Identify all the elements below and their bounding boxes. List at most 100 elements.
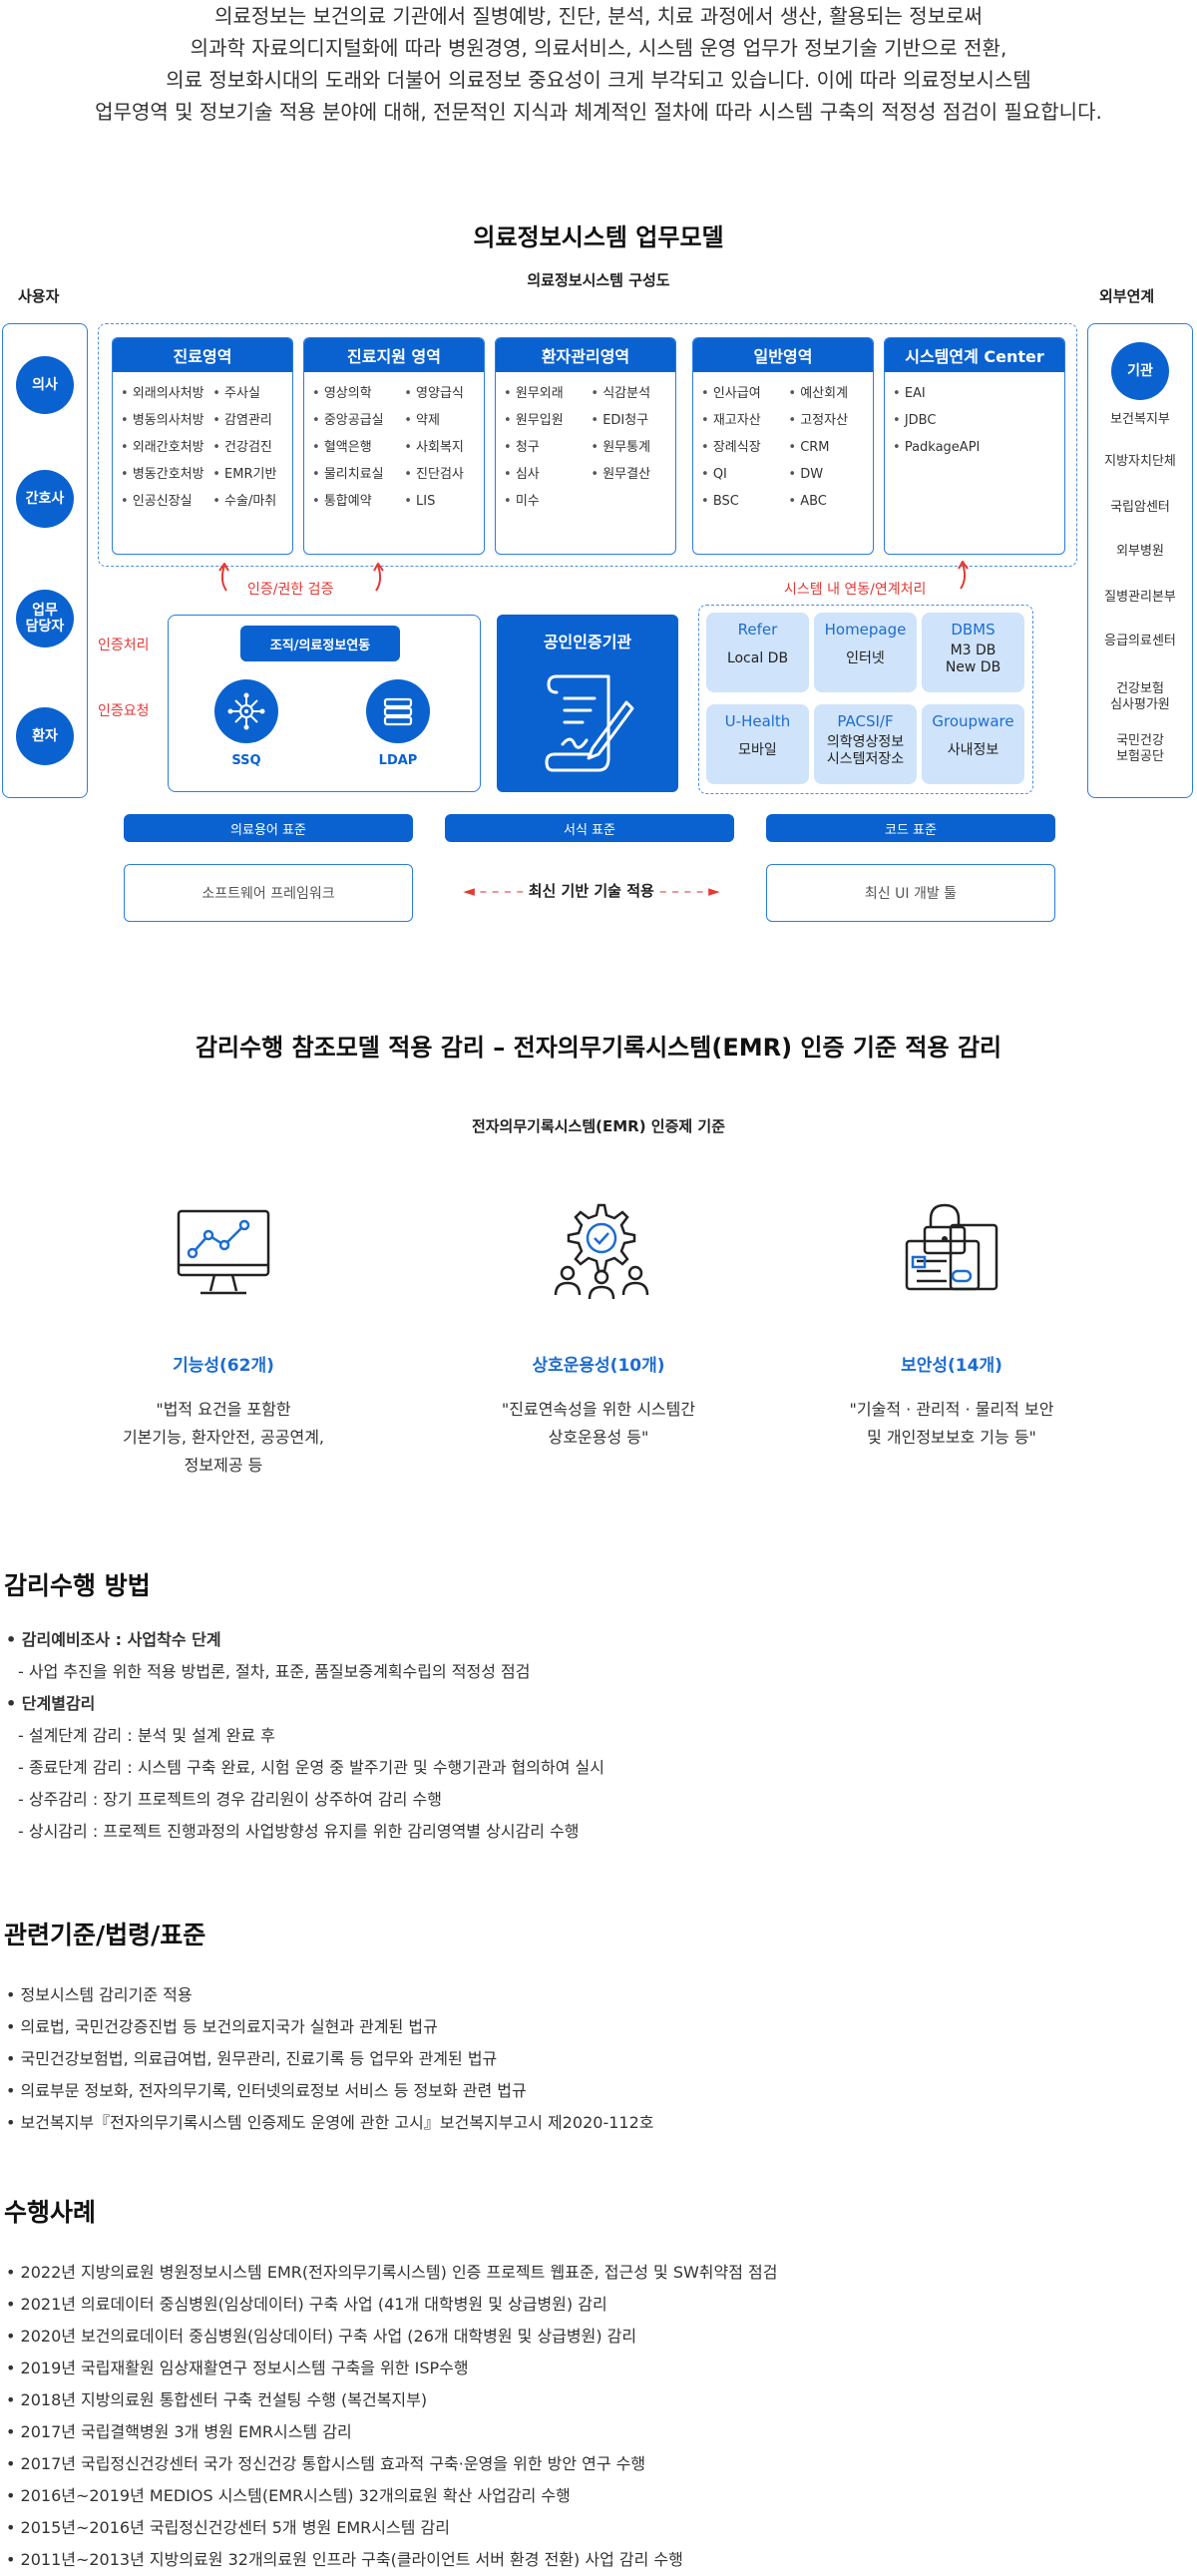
- list-item: 국민건강보험법, 의료급여법, 원무관리, 진료기록 등 업무와 관계된 법규: [6, 2043, 653, 2075]
- tech-apply-label: 최신 기반 기술 적용: [528, 882, 654, 900]
- standard-pill: 의료용어 표준: [124, 814, 413, 842]
- cases-list: 2022년 지방의료원 병원정보시스템 EMR(전자의무기록시스템) 인증 프로…: [6, 2257, 778, 2576]
- list-item: - 사업 추진을 위한 적용 방법론, 절차, 표준, 품질보증계획수립의 적정…: [18, 1662, 531, 1681]
- list-item: 감리예비조사 : 사업착수 단계: [6, 1624, 604, 1656]
- cert-authority-box: 공인인증기관: [497, 615, 678, 792]
- list-item: - 상주감리 : 장기 프로젝트의 경우 감리원이 상주하여 감리 수행: [18, 1790, 442, 1809]
- list-item: 2021년 의료데이터 중심병원(임상데이터) 구축 사업 (41개 대학병원 …: [6, 2289, 778, 2321]
- up-arrow-icon: [373, 563, 384, 592]
- left-arrow-icon: ◄ – – – –: [463, 882, 529, 900]
- cases-title: 수행사례: [4, 2198, 97, 2227]
- domains-container: [98, 323, 1077, 567]
- list-item: 2022년 지방의료원 병원정보시스템 EMR(전자의무기록시스템) 인증 프로…: [6, 2257, 778, 2289]
- certificate-scroll-icon: [545, 674, 634, 772]
- domain-title: 일반영역: [693, 338, 873, 372]
- external-item: 국립암센터: [1110, 500, 1170, 515]
- list-item: 의료부문 정보화, 전자의무기록, 인터넷의료정보 서비스 등 정보화 관련 법…: [6, 2075, 653, 2107]
- intro-line: 의료정보는 보건의료 기관에서 질병예방, 진단, 분석, 치료 과정에서 생산…: [214, 4, 983, 28]
- user-nurse: 간호사: [16, 470, 74, 528]
- standard-pill: 코드 표준: [766, 814, 1055, 842]
- domain-card-clinical: 진료영역 외래의사처방병동의사처방외래간호처방병동간호처방인공신장실 주사실감염…: [112, 337, 293, 555]
- ui-tool-box: 최신 UI 개발 툴: [766, 864, 1055, 922]
- external-institution: 기관: [1111, 342, 1169, 400]
- domain-card-general: 일반영역 인사급여재고자산장례식장QIBSC 예산회계고정자산CRMDWABC: [692, 337, 874, 555]
- list-item: 의료법, 국민건강증진법 등 보건의료지국가 실현과 관계된 법규: [6, 2011, 653, 2043]
- domain-title: 시스템연계 Center: [885, 338, 1064, 372]
- emr-title: 감리수행 참조모델 적용 감리 – 전자의무기록시스템(EMR) 인증 기준 적…: [195, 1034, 1002, 1062]
- list-item: 2011년~2013년 지방의료원 32개의료원 인프라 구축(클라이언트 서버…: [6, 2544, 778, 2576]
- list-item: 2017년 국립결핵병원 3개 병원 EMR시스템 감리: [6, 2416, 778, 2448]
- lock-card-icon: [905, 1203, 998, 1291]
- up-arrow-icon: [218, 563, 229, 592]
- emr-item-name: 기능성(62개): [173, 1356, 274, 1376]
- domain-card-integration: 시스템연계 Center EAIJDBCPadkageAPI: [884, 337, 1065, 555]
- monitor-chart-icon: [177, 1209, 270, 1295]
- list-item: 2019년 국립재활원 임상재활연구 정보시스템 구축을 위한 ISP수행: [6, 2353, 778, 2384]
- list-item: 정보시스템 감리기준 적용: [6, 1979, 653, 2011]
- user-staff: 업무 담당자: [16, 590, 74, 647]
- sw-framework-box: 소프트웨어 프레임워크: [124, 864, 413, 922]
- domain-card-support: 진료지원 영역 영상의학중앙공급실혈액은행물리치료실통합예약 영양급식약제사회복…: [303, 337, 485, 555]
- external-item: 건강보험 심사평가원: [1110, 681, 1170, 712]
- domain-title: 환자관리영역: [496, 338, 675, 372]
- external-label: 외부연계: [1099, 287, 1155, 305]
- user-patient: 환자: [16, 707, 74, 765]
- external-item: 응급의료센터: [1104, 634, 1176, 648]
- auth-check-label: 인증/권한 검증: [247, 582, 334, 598]
- list-item: 2018년 지방의료원 통합센터 구축 컨설팅 수행 (복건복지부): [6, 2384, 778, 2416]
- emr-item-name: 보안성(14개): [901, 1356, 1002, 1376]
- external-item: 외부병원: [1116, 544, 1164, 559]
- list-item: 2020년 보건의료데이터 중심병원(임상데이터) 구축 사업 (26개 대학병…: [6, 2321, 778, 2353]
- list-item: - 상시감리 : 프로젝트 진행과정의 사업방향성 유지를 위한 감리영역별 상…: [18, 1822, 580, 1841]
- ssq-label: SSQ: [231, 753, 261, 768]
- list-item: 2016년~2019년 MEDIOS 시스템(EMR시스템) 32개의료원 확산…: [6, 2480, 778, 2512]
- method-title: 감리수행 방법: [4, 1571, 151, 1600]
- intro-line: 의료 정보화시대의 도래와 더불어 의료정보 중요성이 크게 부각되고 있습니다…: [166, 68, 1031, 92]
- system-link-label: 시스템 내 연동/연계처리: [784, 582, 927, 598]
- emr-subtitle: 전자의무기록시스템(EMR) 인증제 기준: [471, 1117, 726, 1135]
- auth-process-label: 인증처리: [98, 638, 150, 653]
- cert-authority-title: 공인인증기관: [543, 633, 632, 651]
- list-item: - 종료단계 감리 : 시스템 구축 완료, 시험 운영 중 발주기관 및 수행…: [18, 1758, 604, 1777]
- list-item: - 설계단계 감리 : 분석 및 설계 완료 후: [18, 1726, 275, 1745]
- emr-item-name: 상호운용성(10개): [532, 1356, 665, 1376]
- database-icon: [366, 679, 430, 743]
- user-doctor: 의사: [16, 356, 74, 414]
- gear-people-icon: [554, 1203, 649, 1300]
- domain-title: 진료영역: [113, 338, 292, 372]
- systems-container: [698, 605, 1033, 794]
- model-subtitle: 의료정보시스템 구성도: [527, 271, 670, 289]
- domain-card-patient: 환자관리영역 원무외래원무입원청구심사미수 식감분석EDI청구원무통계원무결산: [495, 337, 676, 555]
- list-item: 2015년~2016년 국립정신건강센터 5개 병원 EMR시스템 감리: [6, 2512, 778, 2544]
- intro-paragraph: 의료정보는 보건의료 기관에서 질병예방, 진단, 분석, 치료 과정에서 생산…: [0, 0, 1197, 128]
- org-link-pill: 조직/의료정보연동: [240, 626, 400, 661]
- tech-apply-row: ◄ – – – – 최신 기반 기술 적용 – – – – ►: [427, 880, 756, 901]
- standard-pill: 서식 표준: [445, 814, 734, 842]
- external-item: 보건복지부: [1110, 412, 1170, 427]
- model-title: 의료정보시스템 업무모델: [473, 223, 724, 251]
- auth-request-label: 인증요청: [98, 703, 150, 719]
- external-panel: 기관 보건복지부 지방자치단체 국립암센터 외부병원 질병관리본부 응급의료센터…: [1087, 323, 1193, 798]
- users-label: 사용자: [18, 287, 60, 305]
- external-item: 질병관리본부: [1104, 590, 1176, 605]
- domain-title: 진료지원 영역: [304, 338, 484, 372]
- method-list: 감리예비조사 : 사업착수 단계 - 사업 추진을 위한 적용 방법론, 절차,…: [6, 1624, 604, 1848]
- list-item: 단계별감리: [6, 1688, 604, 1720]
- list-item: 2017년 국립정신건강센터 국가 정신건강 통합시스템 효과적 구축·운영을 …: [6, 2448, 778, 2480]
- ldap-label: LDAP: [378, 753, 418, 768]
- auth-box: 조직/의료정보연동 SSQ LDAP: [168, 615, 481, 792]
- right-arrow-icon: – – – – ►: [659, 882, 720, 900]
- up-arrow-icon: [958, 561, 969, 590]
- standards-list: 정보시스템 감리기준 적용 의료법, 국민건강증진법 등 보건의료지국가 실현과…: [6, 1979, 654, 2139]
